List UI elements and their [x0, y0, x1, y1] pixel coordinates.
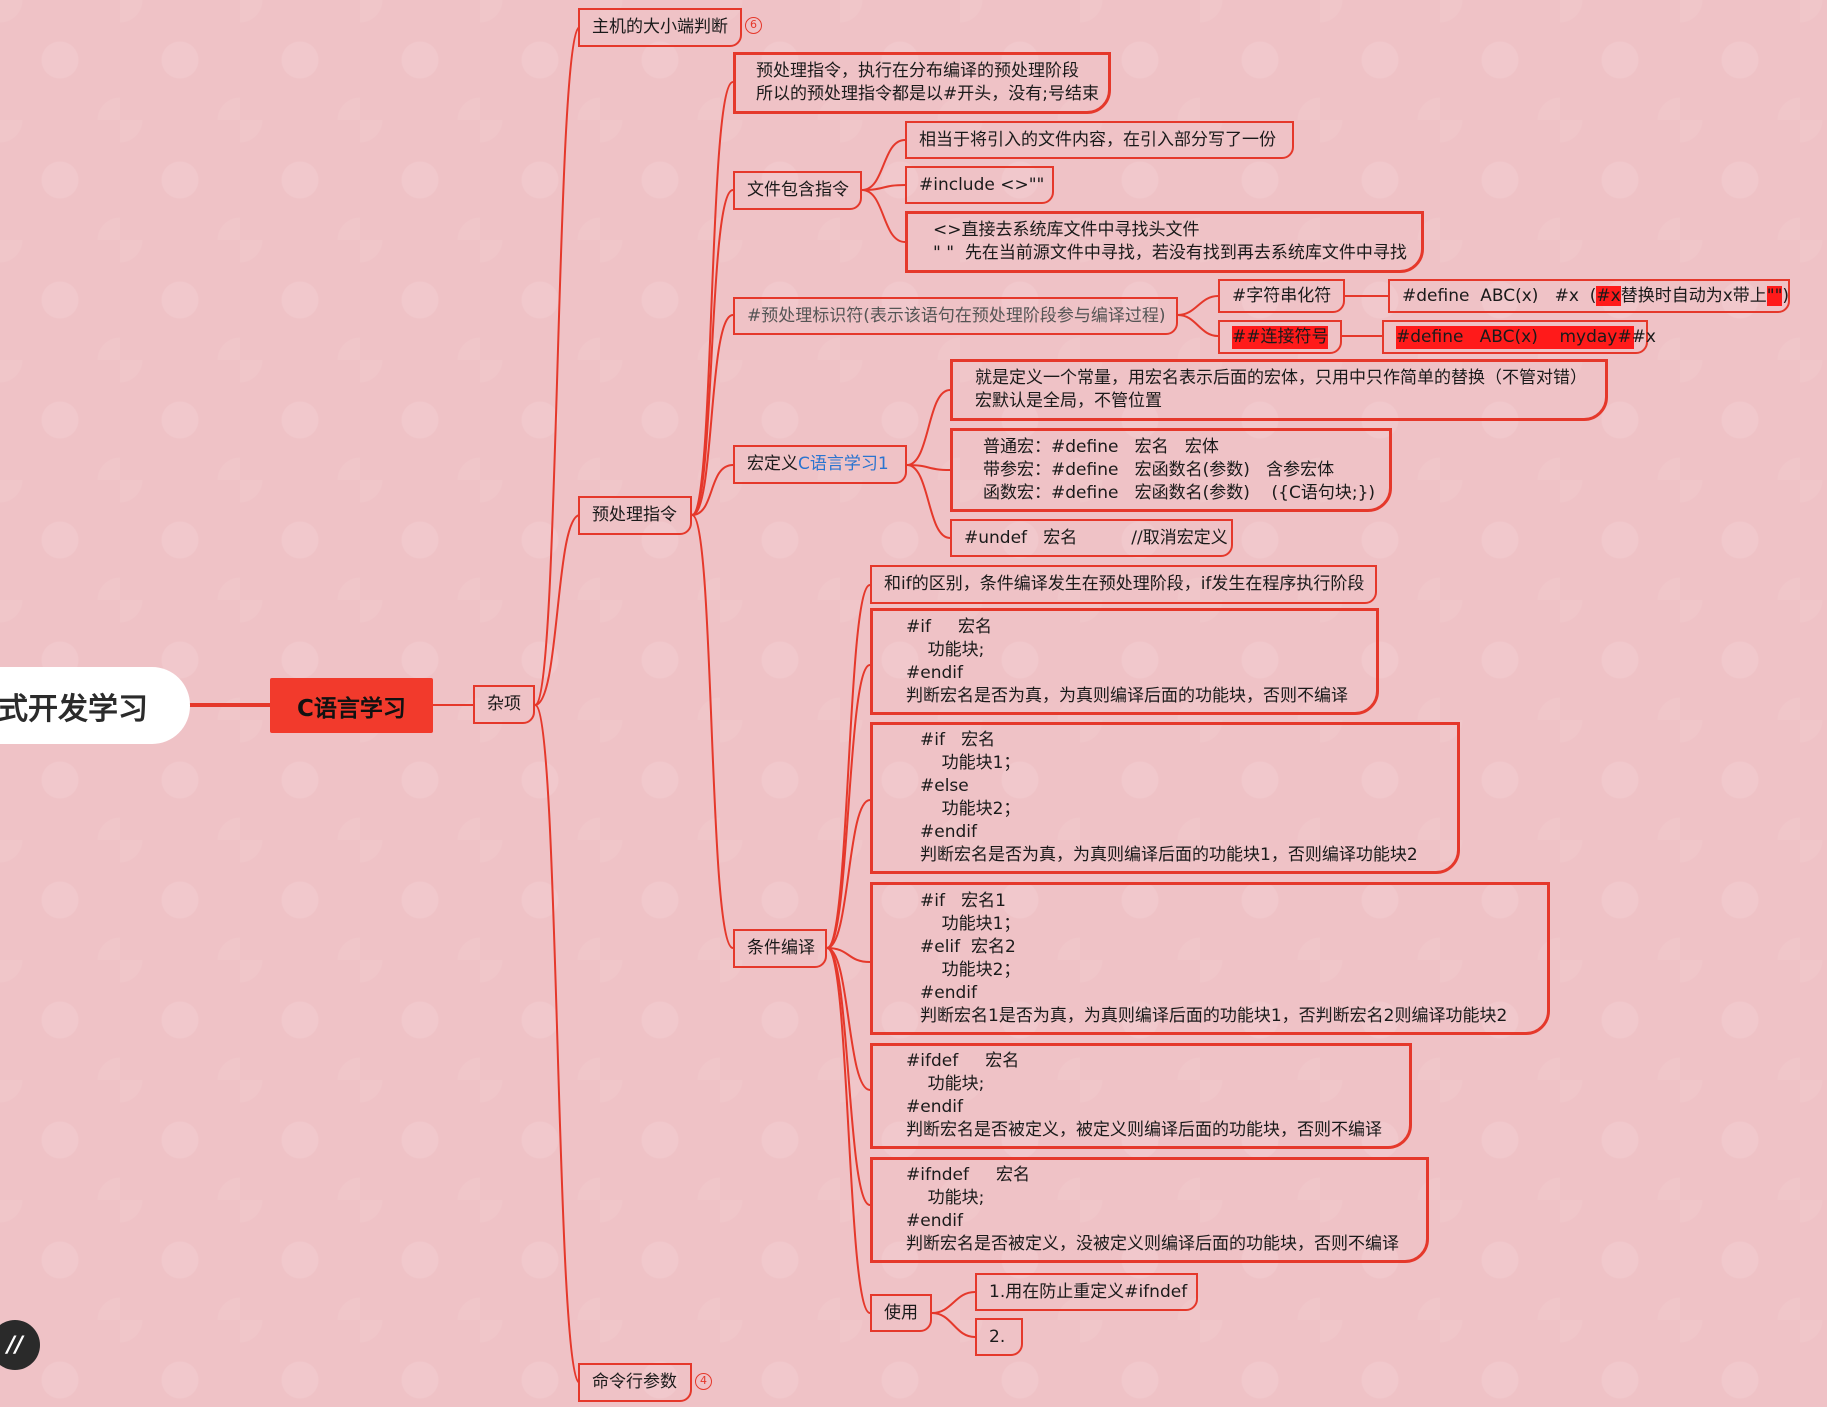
collapsed-count-badge[interactable]: 6 [745, 17, 762, 34]
code-line: #if 宏名1 [920, 890, 1006, 911]
node-text-line: #define ABC(x) #x (#x替换时自动为x带上"") [1402, 285, 1789, 308]
node-include-desc[interactable]: 相当于将引入的文件内容，在引入部分写了一份 [905, 121, 1294, 159]
node-include-syntax[interactable]: #include <>"" [905, 166, 1054, 204]
node-cond-if-else[interactable]: #if 宏名 功能块1； #else 功能块2； #endif 判断宏名是否为真… [870, 722, 1460, 874]
node-usage-2[interactable]: 2. [975, 1318, 1023, 1356]
node-text-line: " " 先在当前源文件中寻找，若没有找到再去系统库文件中寻找 [933, 243, 1407, 263]
collapsed-count-label: 6 [750, 18, 757, 31]
highlighted-text: "" [1766, 285, 1783, 306]
node-text-line: 就是定义一个常量，用宏名表示后面的宏体，只用中只作简单的替换（不管对错） [975, 368, 1587, 388]
code-line: 功能块2； [920, 799, 1021, 819]
node-concat-op[interactable]: ##连接符号 [1218, 320, 1342, 354]
node-text-line: 所以的预处理指令都是以#开头，没有;号结束 [756, 84, 1099, 104]
node-macro-types[interactable]: 普通宏：#define 宏名 宏体 带参宏：#define 宏函数名(参数) 含… [950, 428, 1392, 512]
node-text-line: 1.用在防止重定义#ifndef [989, 1281, 1188, 1302]
code-line: #endif [920, 982, 977, 1003]
highlighted-text: ##连接符号 [1232, 325, 1329, 349]
code-line: #if 宏名 [906, 616, 992, 637]
node-text-line: #include <>"" [919, 174, 1045, 195]
node-text-line: #undef 宏名 //取消宏定义 [964, 527, 1228, 548]
topic-conditional-compile[interactable]: 条件编译 [733, 929, 827, 968]
label-text: 宏定义 [747, 454, 798, 474]
node-cond-elif[interactable]: #if 宏名1 功能块1； #elif 宏名2 功能块2； #endif 判断宏… [870, 882, 1550, 1035]
code-line: 功能块2； [920, 959, 1021, 980]
code-line: 判断宏名1是否为真，为真则编译后面的功能块1，否判断宏名2则编译功能块2 [920, 1005, 1508, 1026]
topic-hyperlink[interactable]: C语言学习1 [798, 454, 889, 474]
node-text-line: 相当于将引入的文件内容，在引入部分写了一份 [919, 129, 1276, 150]
topic-preprocessor[interactable]: 预处理指令 [578, 496, 692, 535]
topic-cmdline-args-label: 命令行参数 [592, 1372, 677, 1392]
topic-macro-definition-label: 宏定义C语言学习1 [747, 453, 893, 476]
topic-usage[interactable]: 使用 [870, 1294, 932, 1332]
node-stringify-op[interactable]: #字符串化符 [1218, 279, 1345, 313]
node-cond-ifndef[interactable]: #ifndef 宏名 功能块; #endif 判断宏名是否被定义，没被定义则编译… [870, 1157, 1429, 1263]
example-text: ) [1782, 285, 1790, 306]
node-stringify-example[interactable]: #define ABC(x) #x (#x替换时自动为x带上"") [1388, 279, 1790, 313]
code-line: 判断宏名是否被定义，没被定义则编译后面的功能块，否则不编译 [906, 1234, 1399, 1254]
app-logo-icon[interactable]: // [0, 1320, 40, 1370]
node-concat-example[interactable]: #define ABC(x) myday##x [1382, 320, 1656, 354]
topic-usage-label: 使用 [884, 1302, 918, 1323]
collapsed-count-badge[interactable]: 4 [695, 1373, 712, 1390]
node-text-line: 普通宏：#define 宏名 宏体 [983, 436, 1219, 457]
node-cond-diff[interactable]: 和if的区别，条件编译发生在预处理阶段，if发生在程序执行阶段 [870, 565, 1377, 604]
topic-file-include-label: 文件包含指令 [747, 180, 849, 200]
main-topic-label: C语言学习 [297, 695, 406, 722]
code-line: 功能块1； [920, 913, 1021, 934]
collapsed-count-label: 4 [700, 1374, 707, 1387]
node-macro-undef[interactable]: #undef 宏名 //取消宏定义 [950, 519, 1233, 557]
code-line: #ifndef 宏名 [906, 1165, 1030, 1185]
highlighted-text: #define ABC(x) myday##x [1396, 325, 1656, 349]
node-text-line: 和if的区别，条件编译发生在预处理阶段，if发生在程序执行阶段 [884, 574, 1365, 594]
node-cond-ifdef[interactable]: #ifdef 宏名 功能块; #endif 判断宏名是否被定义，被定义则编译后面… [870, 1043, 1412, 1149]
code-line: 功能块; [906, 639, 985, 660]
node-preproc-desc[interactable]: 预处理指令，执行在分布编译的预处理阶段 所以的预处理指令都是以#开头，没有;号结… [733, 52, 1111, 114]
code-line: #ifdef 宏名 [906, 1051, 1020, 1071]
main-topic[interactable]: C语言学习 [270, 678, 433, 733]
code-line: #endif [906, 1211, 963, 1231]
code-line: 判断宏名是否为真，为真则编译后面的功能块1，否则编译功能块2 [920, 845, 1418, 865]
topic-preproc-identifier[interactable]: #预处理标识符(表示该语句在预处理阶段参与编译过程) [733, 297, 1178, 335]
code-line: #elif 宏名2 [920, 936, 1016, 957]
code-line: 功能块; [906, 1188, 985, 1208]
topic-zaxiang-label: 杂项 [487, 694, 521, 714]
root-topic-label: 式开发学习 [0, 691, 148, 727]
node-text-line: 函数宏：#define 宏函数名(参数) ({C语句块;}) [983, 482, 1376, 503]
code-line: #else [920, 776, 969, 796]
node-text-line: 宏默认是全局，不管位置 [975, 391, 1162, 411]
node-usage-1[interactable]: 1.用在防止重定义#ifndef [975, 1273, 1198, 1311]
node-cond-if[interactable]: #if 宏名 功能块; #endif 判断宏名是否为真，为真则编译后面的功能块，… [870, 608, 1379, 715]
topic-zaxiang[interactable]: 杂项 [473, 685, 535, 724]
topic-big-little-endian[interactable]: 主机的大小端判断 [578, 8, 742, 47]
code-line: #endif [920, 822, 977, 842]
topic-preprocessor-label: 预处理指令 [592, 505, 677, 525]
node-text-line: 2. [989, 1326, 1006, 1347]
code-line: 功能块1； [920, 753, 1021, 773]
topic-macro-definition[interactable]: 宏定义C语言学习1 [733, 445, 907, 484]
node-macro-desc[interactable]: 就是定义一个常量，用宏名表示后面的宏体，只用中只作简单的替换（不管对错） 宏默认… [950, 359, 1608, 421]
code-line: #endif [906, 662, 963, 683]
topic-file-include[interactable]: 文件包含指令 [733, 171, 862, 210]
example-text: 替换时自动为x带上 [1620, 285, 1767, 306]
node-text-line: <>直接去系统库文件中寻找头文件 [933, 220, 1200, 240]
root-topic[interactable]: 式开发学习 [0, 667, 190, 744]
node-include-brackets[interactable]: <>直接去系统库文件中寻找头文件 " " 先在当前源文件中寻找，若没有找到再去系… [905, 211, 1424, 273]
code-line: 判断宏名是否被定义，被定义则编译后面的功能块，否则不编译 [906, 1120, 1382, 1140]
highlighted-text: #x [1596, 285, 1621, 306]
code-line: 判断宏名是否为真，为真则编译后面的功能块，否则不编译 [906, 685, 1348, 706]
code-line: 功能块; [906, 1074, 985, 1094]
node-text-line: #字符串化符 [1232, 285, 1332, 306]
code-line: #endif [906, 1097, 963, 1117]
topic-preproc-identifier-label: #预处理标识符(表示该语句在预处理阶段参与编译过程) [747, 305, 1166, 326]
topic-big-little-endian-label: 主机的大小端判断 [592, 17, 728, 37]
topic-cmdline-args[interactable]: 命令行参数 [578, 1363, 692, 1402]
node-text-line: 带参宏：#define 宏函数名(参数) 含参宏体 [983, 459, 1335, 480]
example-text: #define ABC(x) #x ( [1402, 285, 1597, 306]
topic-conditional-compile-label: 条件编译 [747, 938, 815, 958]
node-text-line: 预处理指令，执行在分布编译的预处理阶段 [756, 61, 1079, 81]
code-line: #if 宏名 [920, 730, 996, 750]
